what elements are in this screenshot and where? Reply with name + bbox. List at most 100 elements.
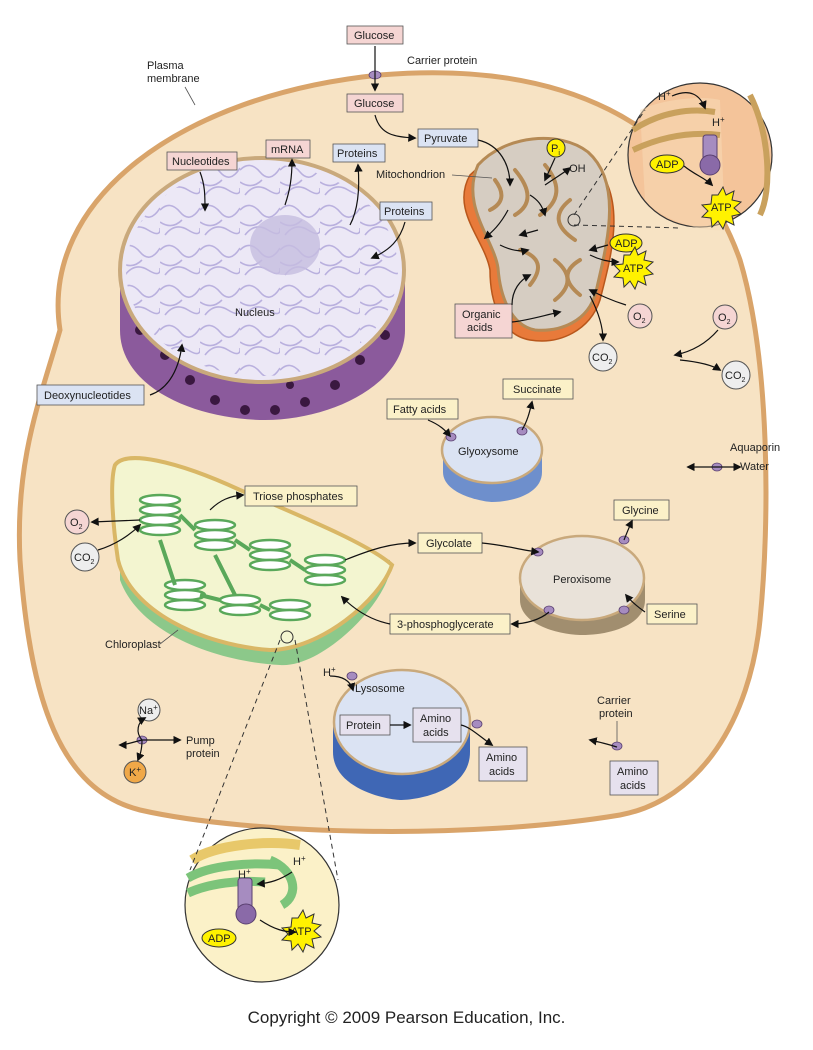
copyright-text: Copyright © 2009 Pearson Education, Inc. bbox=[247, 1008, 566, 1027]
thylakoid-stack-3 bbox=[248, 538, 292, 572]
pi-molecule: Pi bbox=[546, 138, 566, 158]
svg-text:acids: acids bbox=[467, 322, 493, 334]
na-ion: Na+ bbox=[137, 698, 161, 722]
phosphoglycerate-box: 3-phosphoglycerate bbox=[389, 613, 511, 635]
svg-text:K+: K+ bbox=[129, 765, 141, 779]
k-ion: K+ bbox=[123, 760, 147, 784]
svg-text:Pyruvate: Pyruvate bbox=[424, 133, 467, 145]
inset-top-atp: ATP bbox=[711, 202, 732, 214]
nucleus: Nucleus bbox=[118, 156, 406, 420]
svg-text:3-phosphoglycerate: 3-phosphoglycerate bbox=[397, 619, 494, 631]
thylakoid-stack-2 bbox=[193, 518, 237, 552]
mitochondrion-label: Mitochondrion bbox=[376, 169, 445, 181]
o2-chloro: O2 bbox=[64, 509, 90, 535]
triose-phosphates-box: Triose phosphates bbox=[244, 485, 358, 507]
glyoxysome-label: Glyoxysome bbox=[458, 446, 519, 458]
svg-text:Proteins: Proteins bbox=[337, 148, 378, 160]
inset-bottom-h2: H+ bbox=[293, 854, 306, 868]
nucleus-label: Nucleus bbox=[235, 307, 275, 319]
aquaporin-label: Aquaporin bbox=[730, 442, 780, 454]
svg-text:Glucose: Glucose bbox=[354, 98, 394, 110]
chloroplast-label: Chloroplast bbox=[105, 639, 161, 651]
amino-acids-right-box: Amino acids bbox=[609, 760, 659, 796]
water-label: Water bbox=[740, 461, 769, 473]
svg-text:ATP: ATP bbox=[623, 263, 644, 275]
peroxisome-label: Peroxisome bbox=[553, 574, 611, 586]
atp-mito: ATP bbox=[612, 245, 655, 291]
diagram-canvas: Nucleus Glyoxysome Peroxisome bbox=[16, 25, 780, 983]
proteins-box-2: Proteins bbox=[379, 201, 433, 221]
fatty-acids-box: Fatty acids bbox=[386, 398, 459, 420]
peroxisome: Peroxisome bbox=[518, 534, 646, 635]
o2-right: O2 bbox=[712, 304, 738, 330]
chloroplast bbox=[110, 456, 395, 666]
svg-text:Proteins: Proteins bbox=[384, 206, 425, 218]
inset-atp-synthase-mito: ADP ATP H+ H+ bbox=[627, 82, 773, 231]
deoxynucleotides-box: Deoxynucleotides bbox=[36, 384, 145, 406]
svg-text:CO2: CO2 bbox=[74, 552, 95, 566]
svg-text:Organic: Organic bbox=[462, 309, 501, 321]
svg-text:O2: O2 bbox=[633, 311, 646, 325]
nucleotides-box: Nucleotides bbox=[166, 151, 238, 171]
svg-text:Na+: Na+ bbox=[139, 703, 158, 717]
svg-text:Glucose: Glucose bbox=[354, 30, 394, 42]
svg-text:acids: acids bbox=[489, 766, 515, 778]
svg-text:Nucleotides: Nucleotides bbox=[172, 156, 230, 168]
svg-text:acids: acids bbox=[423, 727, 449, 739]
adp-mito: ADP bbox=[609, 233, 643, 253]
svg-text:Glycolate: Glycolate bbox=[426, 538, 472, 550]
svg-text:Serine: Serine bbox=[654, 609, 686, 621]
thylakoid-stack-5 bbox=[163, 578, 207, 612]
svg-text:O2: O2 bbox=[718, 312, 731, 326]
protein-box: Protein bbox=[339, 714, 391, 736]
svg-text:Glycine: Glycine bbox=[622, 505, 659, 517]
co2-mito: CO2 bbox=[588, 342, 618, 372]
inset-top-h1: H+ bbox=[658, 89, 671, 103]
arrows bbox=[90, 46, 742, 762]
svg-text:Amino: Amino bbox=[420, 713, 451, 725]
glucose-outside-box: Glucose bbox=[346, 25, 404, 45]
succinate-box: Succinate bbox=[502, 378, 574, 400]
svg-text:Deoxynucleotides: Deoxynucleotides bbox=[44, 390, 131, 402]
amino-acids-inside-box: Amino acids bbox=[412, 707, 462, 743]
inset-bottom-adp: ADP bbox=[208, 933, 231, 945]
o2-mito: O2 bbox=[627, 303, 653, 329]
oh-label: –OH bbox=[563, 163, 586, 175]
svg-text:acids: acids bbox=[620, 780, 646, 792]
thylakoid-stack-7 bbox=[268, 598, 312, 622]
svg-text:Triose phosphates: Triose phosphates bbox=[253, 491, 344, 503]
inset-top-h2: H+ bbox=[712, 115, 725, 129]
glyoxysome: Glyoxysome bbox=[440, 415, 544, 502]
svg-text:CO2: CO2 bbox=[725, 370, 746, 384]
lysosome-label: Lysosome bbox=[355, 683, 405, 695]
svg-text:mRNA: mRNA bbox=[271, 144, 304, 156]
serine-box: Serine bbox=[646, 603, 698, 625]
glucose-inside-box: Glucose bbox=[346, 93, 404, 113]
proteins-box-1: Proteins bbox=[332, 143, 386, 163]
organic-acids-box: Organic acids bbox=[454, 303, 513, 339]
carrier-protein-top-label: Carrier protein bbox=[407, 55, 477, 67]
co2-right: CO2 bbox=[721, 360, 751, 390]
lysosome-h-label: H+ bbox=[323, 665, 336, 679]
svg-text:ADP: ADP bbox=[615, 238, 638, 250]
mrna-box: mRNA bbox=[265, 139, 311, 159]
thylakoid-stack-4 bbox=[303, 553, 347, 587]
svg-text:Protein: Protein bbox=[346, 720, 381, 732]
glycolate-box: Glycolate bbox=[417, 532, 483, 554]
svg-text:Amino: Amino bbox=[486, 752, 517, 764]
svg-text:Pi: Pi bbox=[551, 143, 560, 157]
svg-text:O2: O2 bbox=[70, 517, 83, 531]
inset-top-adp: ADP bbox=[656, 159, 679, 171]
inset-bottom-h1: H+ bbox=[238, 867, 251, 881]
amino-acids-outside-box: Amino acids bbox=[478, 746, 528, 782]
co2-chloro: CO2 bbox=[70, 542, 100, 572]
pyruvate-box: Pyruvate bbox=[417, 128, 479, 148]
thylakoid-stack-1 bbox=[138, 493, 182, 537]
svg-text:Amino: Amino bbox=[617, 766, 648, 778]
svg-text:CO2: CO2 bbox=[592, 352, 613, 366]
inset-atp-synthase-chloro: ADP ATP H+ H+ bbox=[184, 827, 340, 983]
